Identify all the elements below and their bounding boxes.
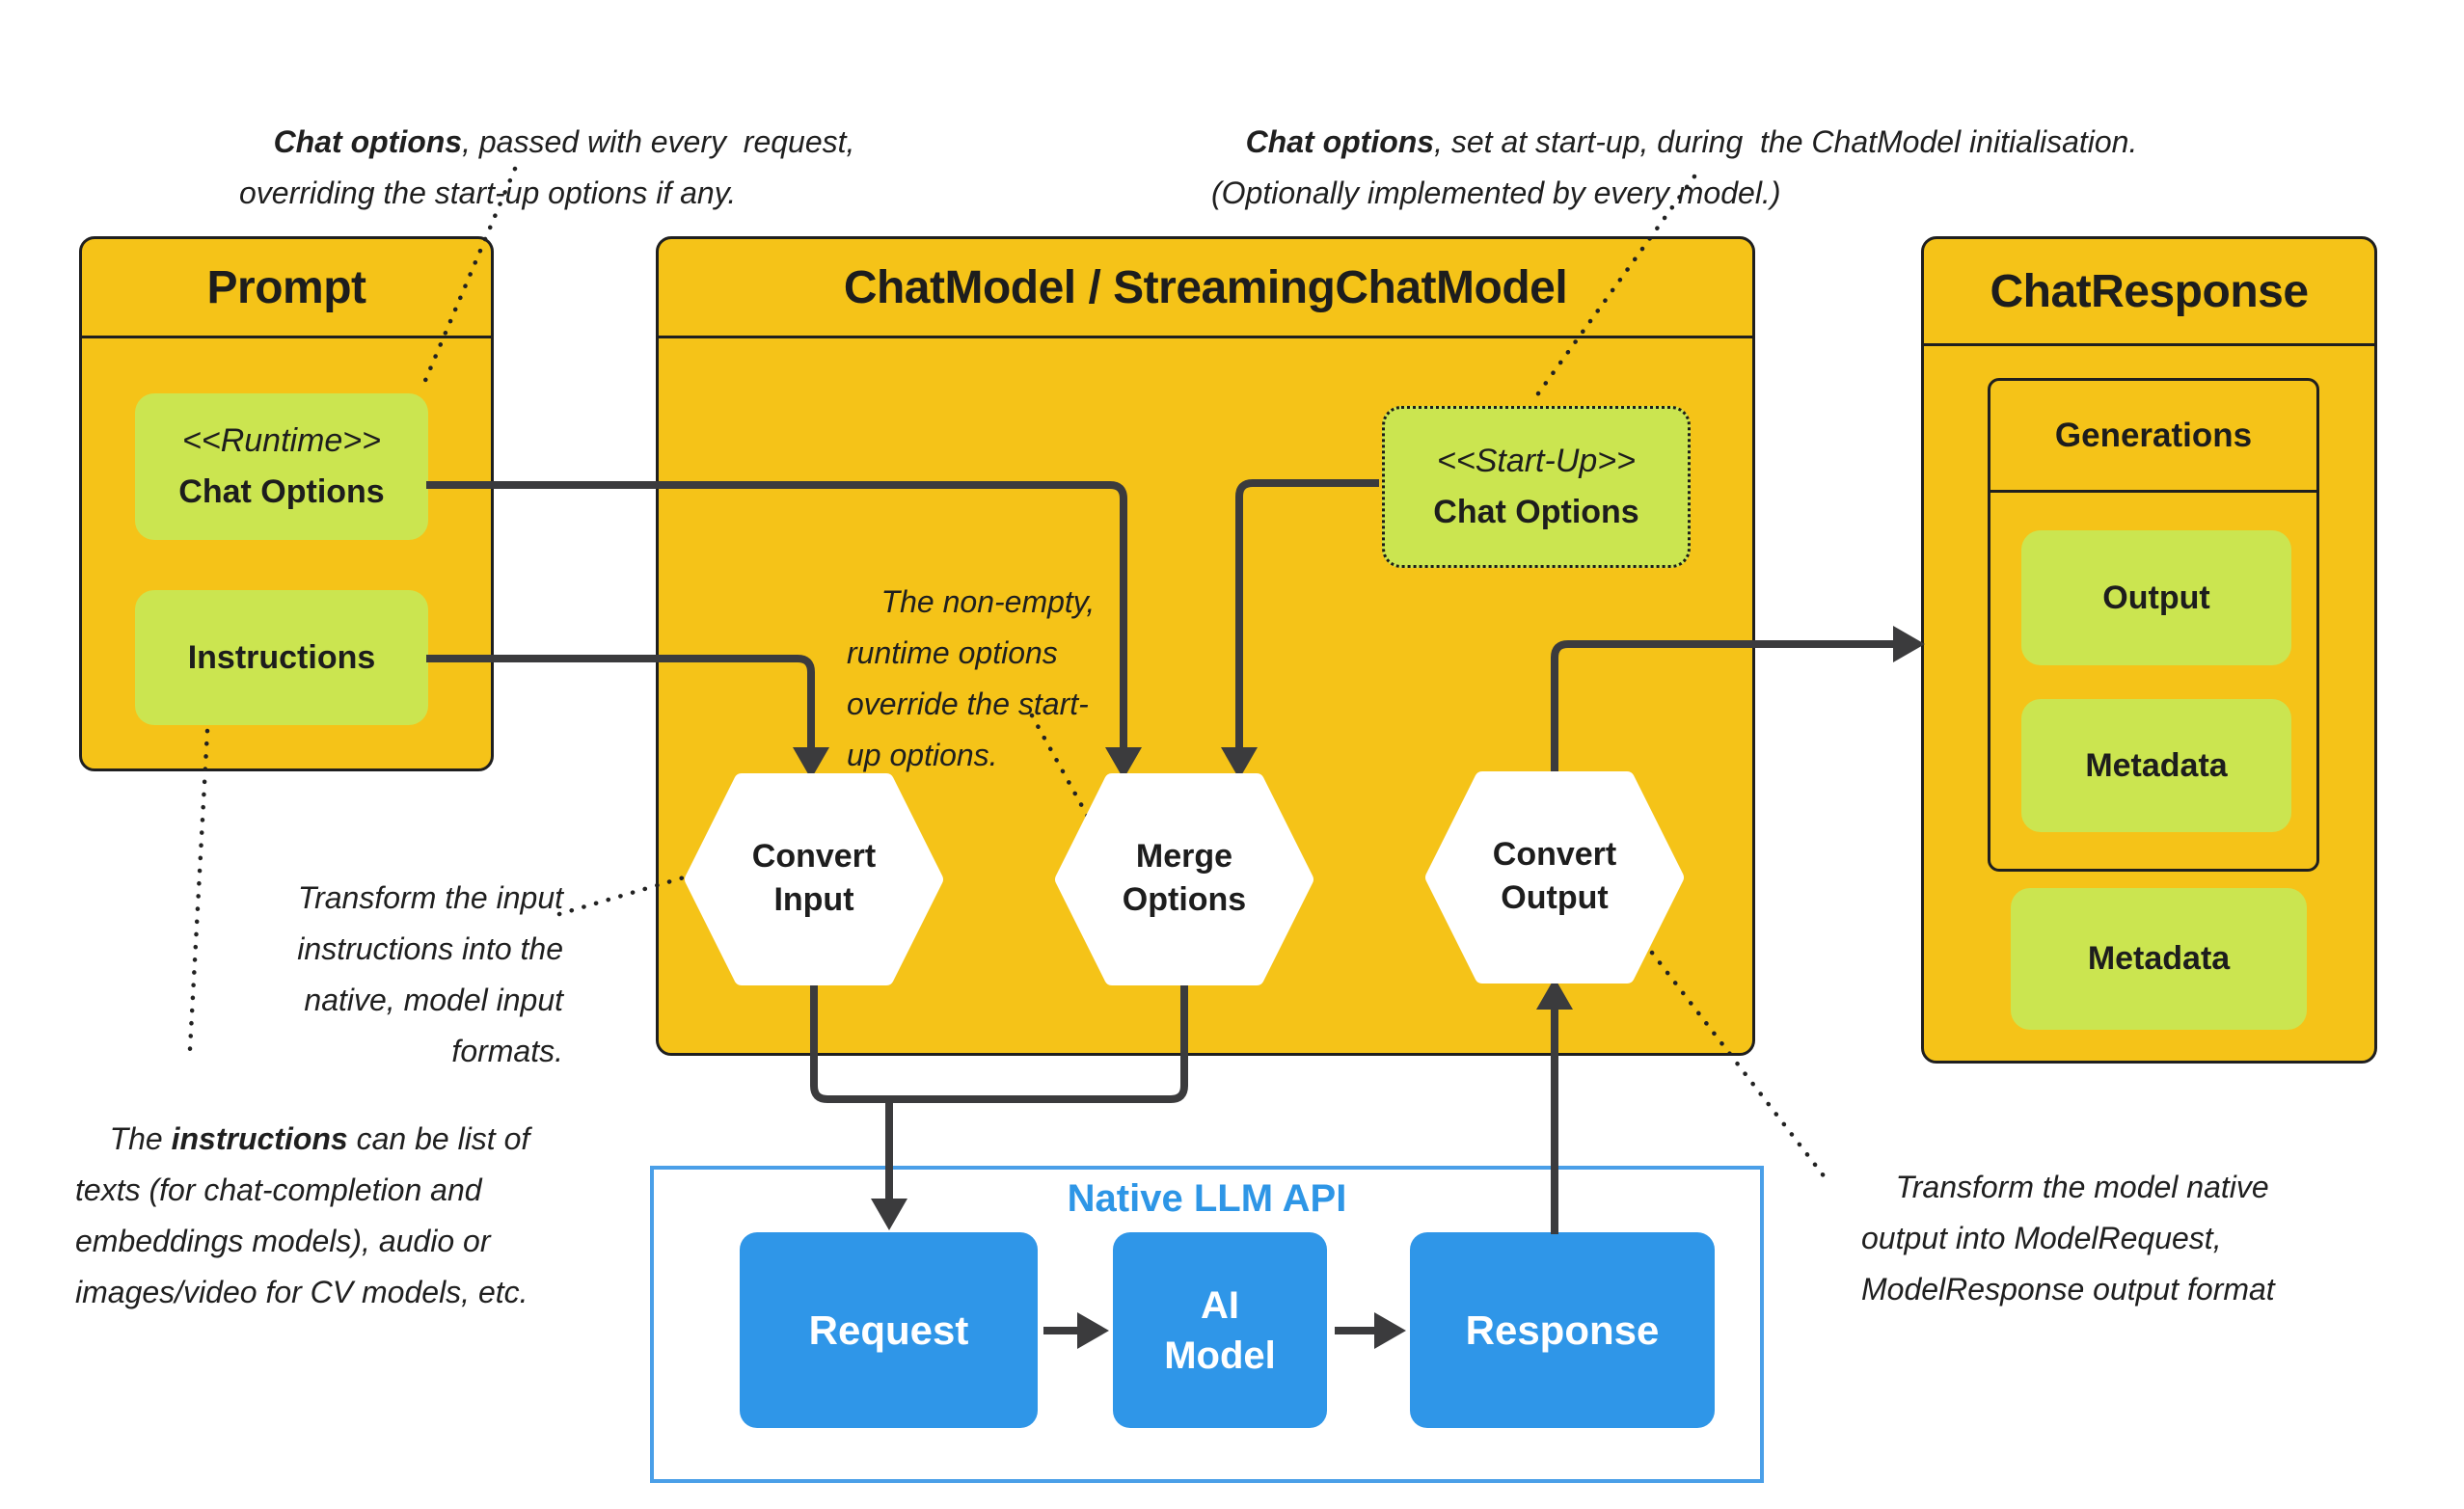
prompt-title-text: Prompt — [206, 261, 367, 313]
instructions-label: Instructions — [187, 638, 376, 676]
runtime-chat-options-label: Chat Options — [178, 473, 385, 510]
annotation-instructions-note-pre: The — [109, 1121, 172, 1156]
convert-output-label-line2: Output — [1501, 879, 1609, 916]
chatmodel-box: ChatModel / StreamingChatModel <<Start-U… — [656, 236, 1755, 1056]
annotation-convert-input-note-text: Transform the input instructions into th… — [297, 880, 572, 1068]
annotation-convert-input-note: Transform the input instructions into th… — [253, 822, 563, 1128]
convert-input-label-line1: Convert — [751, 838, 877, 875]
prompt-title: Prompt — [82, 239, 491, 338]
response-metadata-box: Metadata — [2011, 888, 2307, 1030]
startup-chat-options-box: <<Start-Up>> Chat Options — [1382, 406, 1691, 568]
output-label: Output — [2102, 579, 2210, 616]
annotation-runtime-options-bold: Chat options — [273, 124, 463, 159]
chatresponse-box: ChatResponse Generations Output Metadata… — [1921, 236, 2377, 1064]
response-label: Response — [1465, 1307, 1660, 1353]
convert-input-label: Convert Input — [718, 835, 910, 922]
annotation-runtime-options-post: , passed with every request, overriding … — [239, 124, 864, 210]
output-box: Output — [2021, 530, 2291, 665]
annotation-merge-note-text: The non-empty, runtime options override … — [847, 584, 1104, 772]
prompt-box: Prompt <<Runtime>> Chat Options Instruct… — [79, 236, 494, 771]
ai-model-label-line2: Model — [1164, 1334, 1276, 1377]
startup-chat-options-label: Chat Options — [1433, 494, 1639, 530]
annotation-startup-options-bold: Chat options — [1245, 124, 1435, 159]
merge-options-label: Merge Options — [1088, 835, 1281, 922]
generations-metadata-box: Metadata — [2021, 699, 2291, 832]
convert-input-label-line2: Input — [773, 881, 854, 918]
instructions-box: Instructions — [135, 590, 428, 725]
annotation-instructions-note: The instructions can be list of texts (f… — [75, 1063, 586, 1369]
convert-output-label-line1: Convert — [1492, 836, 1617, 873]
chatresponse-title-text: ChatResponse — [1990, 265, 2309, 317]
annotation-startup-options-post: , set at start-up, during the ChatModel … — [1211, 124, 2147, 210]
generations-frame: Generations Output Metadata — [1988, 378, 2319, 872]
runtime-stereotype: <<Runtime>> — [181, 422, 382, 459]
ai-model-box: AI Model — [1113, 1232, 1327, 1428]
annotation-merge-note: The non-empty, runtime options override … — [847, 525, 1107, 832]
annotation-convert-output-note-text: Transform the model native output into M… — [1861, 1170, 2278, 1307]
generations-title: Generations — [1990, 381, 2316, 493]
annotation-startup-options: Chat options, set at start-up, during th… — [1211, 66, 2282, 270]
request-box: Request — [740, 1232, 1038, 1428]
annotation-runtime-options: Chat options, passed with every request,… — [239, 66, 924, 270]
request-label: Request — [808, 1307, 969, 1353]
response-box: Response — [1410, 1232, 1715, 1428]
chatresponse-title: ChatResponse — [1924, 239, 2374, 346]
ai-model-label-line1: AI — [1201, 1283, 1239, 1327]
generations-title-text: Generations — [2054, 416, 2253, 454]
annotation-convert-output-note: Transform the model native output into M… — [1861, 1111, 2358, 1366]
runtime-chat-options-box: <<Runtime>> Chat Options — [135, 393, 428, 540]
generations-metadata-label: Metadata — [2085, 746, 2228, 784]
chatmodel-title: ChatModel / StreamingChatModel — [659, 239, 1752, 338]
chatmodel-title-text: ChatModel / StreamingChatModel — [843, 261, 1568, 313]
convert-output-label: Convert Output — [1458, 833, 1651, 920]
merge-options-label-line2: Options — [1122, 881, 1247, 918]
merge-options-label-line1: Merge — [1135, 838, 1233, 875]
leader-instructions-to-note — [187, 728, 210, 1052]
response-metadata-label: Metadata — [2087, 940, 2231, 977]
annotation-instructions-note-post: can be list of texts (for chat-completio… — [75, 1121, 539, 1309]
annotation-instructions-note-bold: instructions — [171, 1121, 348, 1156]
startup-stereotype: <<Start-Up>> — [1436, 443, 1636, 479]
native-llm-api-title: Native LLM API — [1067, 1177, 1347, 1220]
